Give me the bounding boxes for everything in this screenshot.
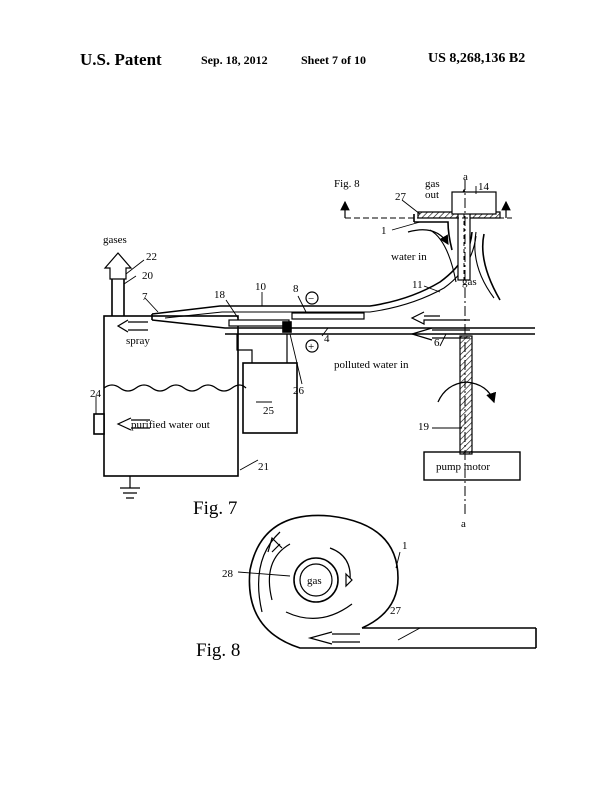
swirl-3 xyxy=(329,547,351,581)
gas-vent-pipe xyxy=(111,279,125,316)
ref-20: 20 xyxy=(142,270,154,282)
sheet-number: Sheet 7 of 10 xyxy=(301,53,366,67)
page-header: U.S. Patent Sep. 18, 2012 Sheet 7 of 10 … xyxy=(0,50,614,74)
ref-21: 21 xyxy=(258,461,269,473)
label-purified-water-out: purified water out xyxy=(131,419,210,431)
pipe-inner-wall xyxy=(164,235,477,319)
outlet-box xyxy=(451,191,497,215)
outlet-valve xyxy=(93,413,105,435)
swirl-5 xyxy=(257,531,281,613)
publication-date: Sep. 18, 2012 xyxy=(201,53,268,67)
fig8-caption: Fig. 8 xyxy=(196,640,240,661)
chamber-inner-right xyxy=(474,231,495,299)
pipe-lower-wall xyxy=(151,319,535,329)
ref-24: 24 xyxy=(90,388,102,400)
plus-terminal xyxy=(305,339,319,353)
fig7-drawing xyxy=(93,180,535,641)
chamber-inner-left xyxy=(429,229,457,283)
ref-26: 26 xyxy=(293,385,305,397)
inner-arrow xyxy=(345,572,353,588)
ref-1: 1 xyxy=(381,225,387,237)
gas-core-inner xyxy=(299,563,333,597)
swirl-arrow xyxy=(267,536,283,553)
spray-arrow xyxy=(116,319,148,333)
inflow-arrow xyxy=(307,631,360,645)
ref-10: 10 xyxy=(255,281,267,293)
leader-lines xyxy=(95,186,477,641)
gases-arrow-shape xyxy=(103,252,133,280)
chamber-right-wall xyxy=(481,233,501,301)
ref-7: 7 xyxy=(142,291,148,303)
label-axis-top: a xyxy=(463,171,468,183)
label-spray: spray xyxy=(126,335,150,347)
fig8-drawing xyxy=(248,514,537,649)
purified-water-arrow xyxy=(116,417,150,431)
label-axis-bottom: a xyxy=(461,518,466,530)
ref-22: 22 xyxy=(146,251,157,263)
label-gas: gas xyxy=(462,276,477,288)
fig7-labels: gases spray purified water out polluted … xyxy=(90,171,490,530)
electrode-block xyxy=(282,321,292,333)
ref-18: 18 xyxy=(214,289,226,301)
tank xyxy=(103,315,239,477)
fig7-caption: Fig. 7 xyxy=(193,498,237,519)
label-fig8-ref: Fig. 8 xyxy=(334,178,360,190)
ref-28: 28 xyxy=(222,568,234,580)
label-plus: + xyxy=(308,341,314,353)
ref-19: 19 xyxy=(418,421,430,433)
ref-14: 14 xyxy=(478,181,490,193)
swirl-1 xyxy=(268,543,291,601)
label-gases: gases xyxy=(103,234,127,246)
power-wire-left xyxy=(236,334,253,363)
label-pump-motor: pump motor xyxy=(436,461,490,473)
electrode-positive xyxy=(228,319,290,327)
patent-number: US 8,268,136 B2 xyxy=(428,51,526,66)
ground-symbol xyxy=(120,476,140,499)
label-gas-core: gas xyxy=(307,575,322,587)
label-polluted-water-in: polluted water in xyxy=(334,359,409,371)
fig8-labels: gas 28 1 27 Fig. 8 xyxy=(196,540,408,661)
ref-1-fig8: 1 xyxy=(402,540,408,552)
water-surface xyxy=(103,384,247,392)
gas-core-outer xyxy=(293,557,339,603)
ref-4: 4 xyxy=(324,333,330,345)
swirl-4 xyxy=(285,603,353,619)
flow-arrow-pipe xyxy=(410,311,470,325)
pump-motor-box xyxy=(423,451,521,481)
power-supply xyxy=(242,362,298,434)
motor-shaft xyxy=(459,335,473,455)
electrode-negative xyxy=(291,312,365,320)
label-water-in: water in xyxy=(391,251,427,263)
minus-terminal xyxy=(305,291,319,305)
ref-8: 8 xyxy=(293,283,299,295)
ref-27: 27 xyxy=(395,191,407,203)
ref-6: 6 xyxy=(434,337,440,349)
label-minus: − xyxy=(308,293,314,305)
ref-27-fig8: 27 xyxy=(390,605,402,617)
water-in-arrow xyxy=(407,229,449,246)
ref-11: 11 xyxy=(412,279,423,291)
publication-label: U.S. Patent xyxy=(80,50,162,69)
scroll-housing xyxy=(248,514,536,649)
ref-25: 25 xyxy=(263,405,275,417)
rotation-arrow xyxy=(437,381,497,404)
